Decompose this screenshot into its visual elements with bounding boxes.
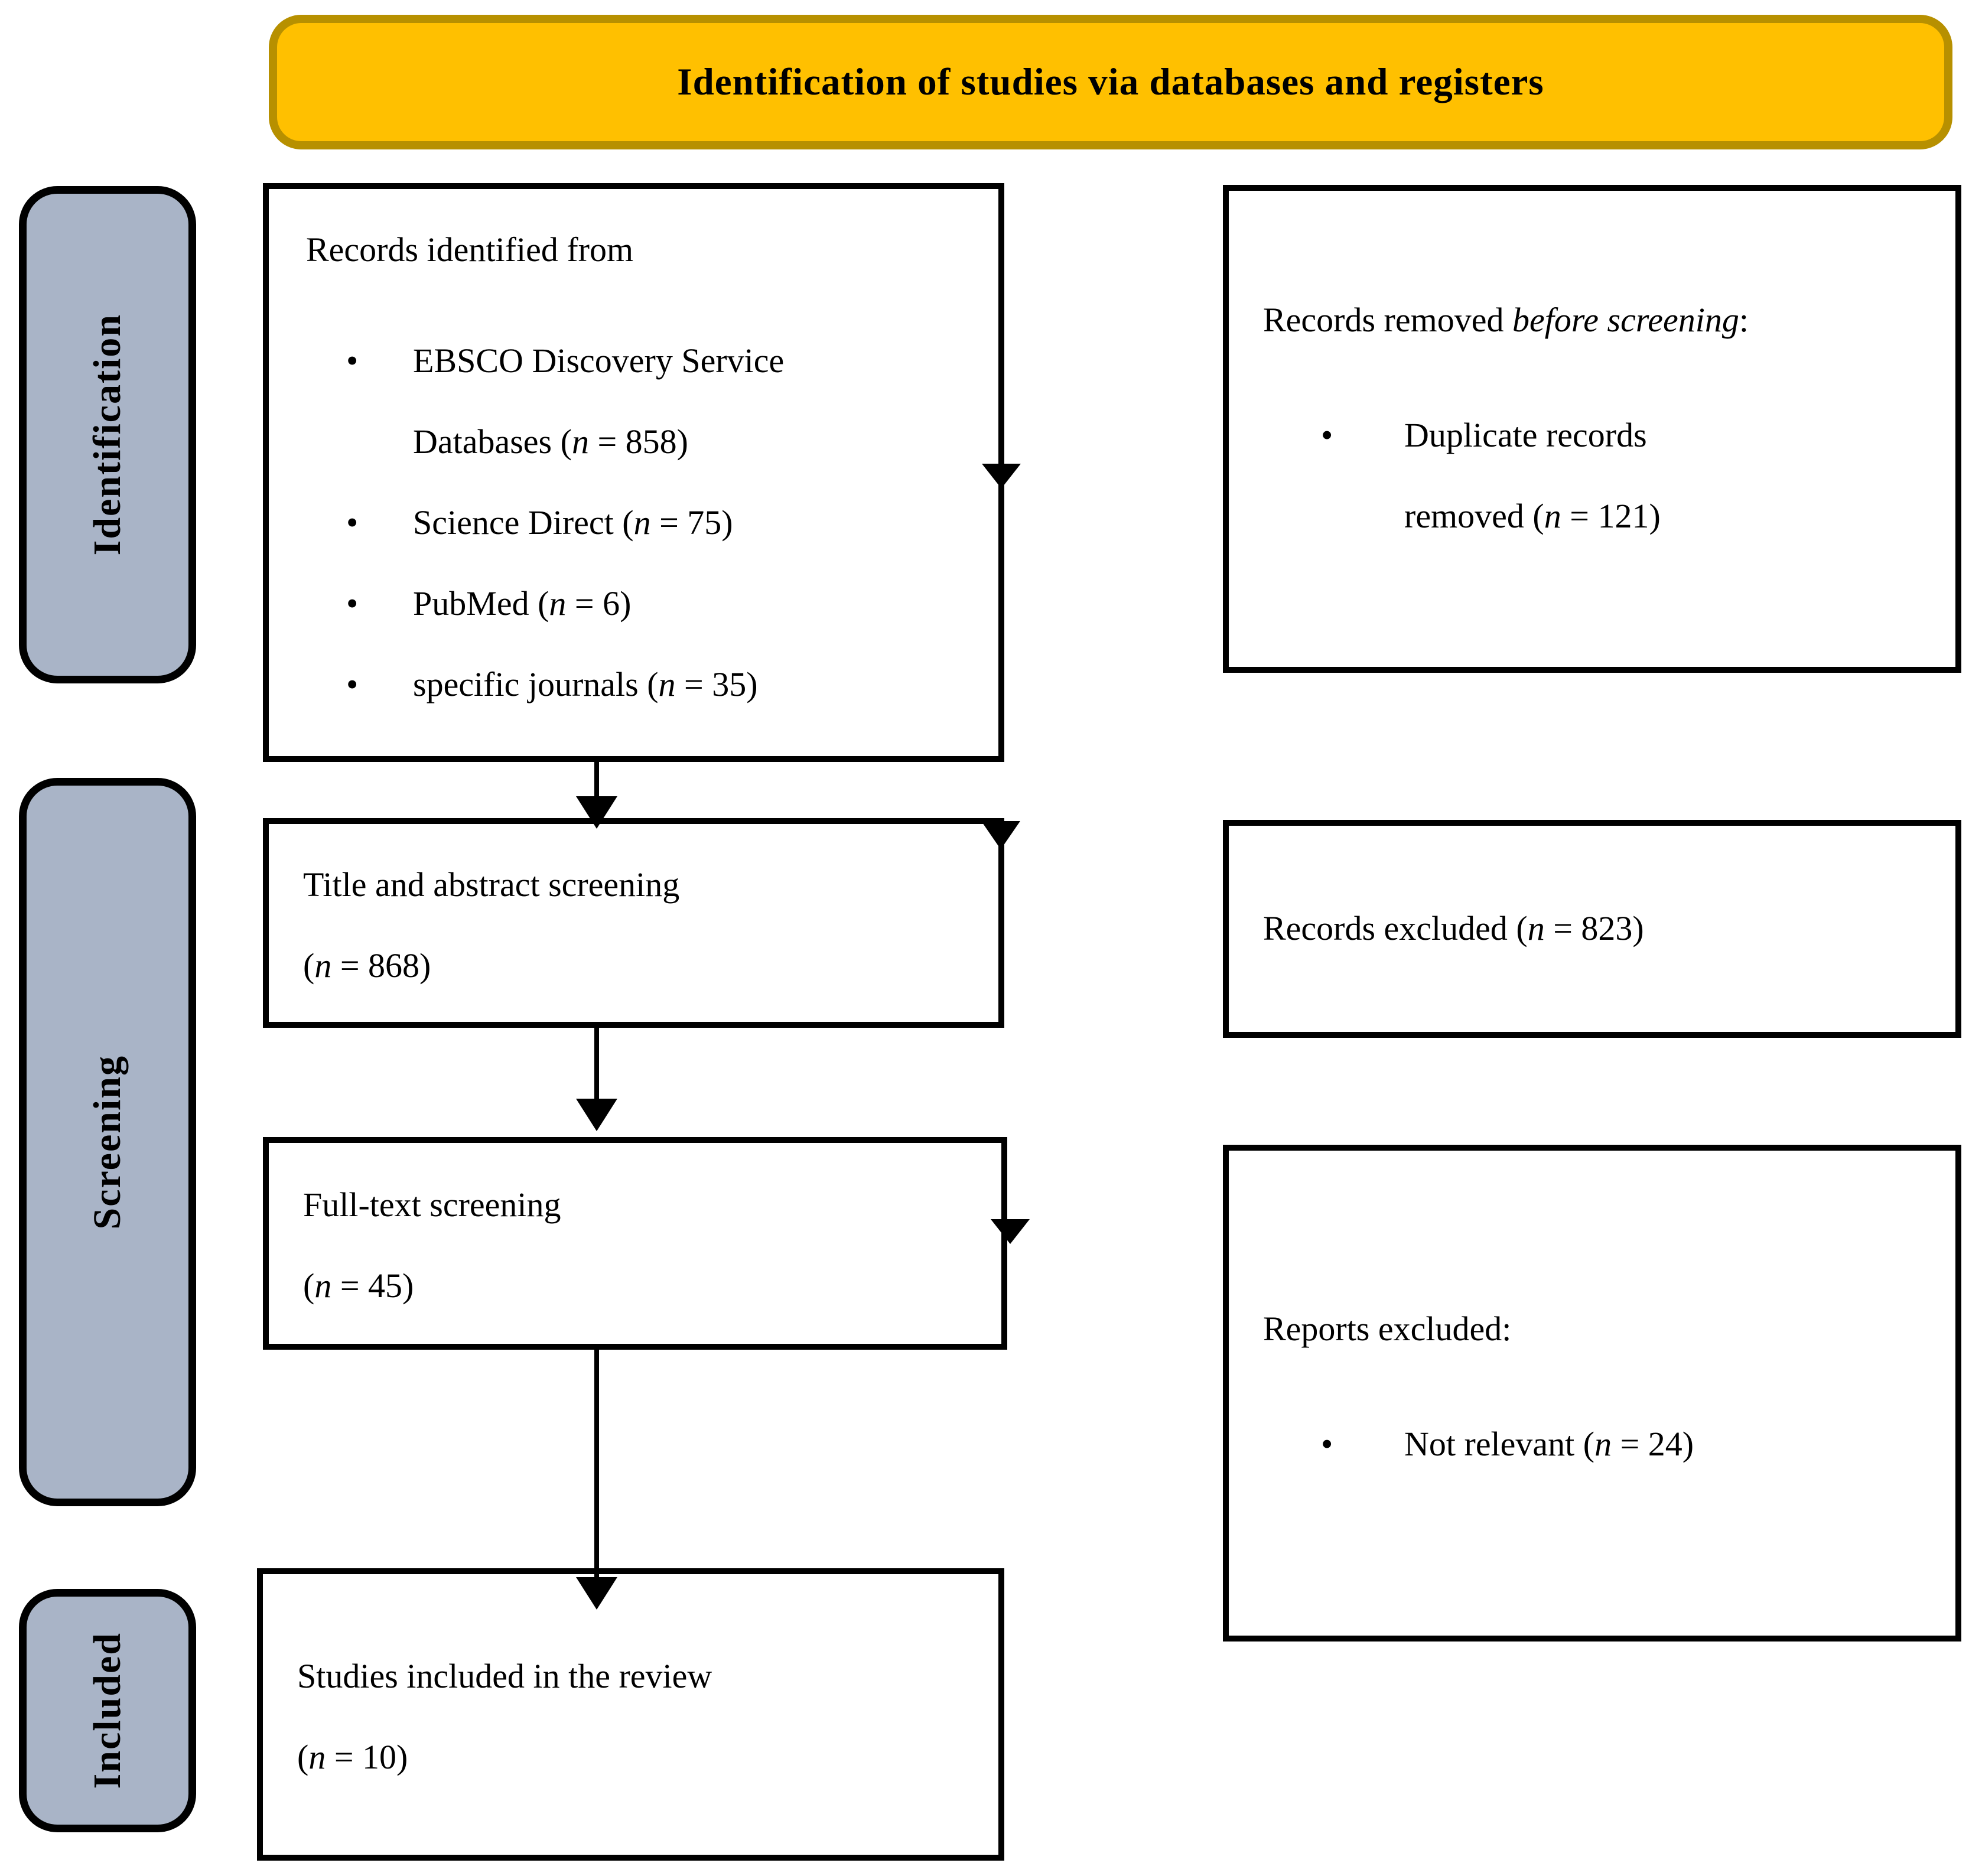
list-item: • Science Direct (n = 75)	[269, 482, 998, 563]
bullet-dot: •	[346, 584, 359, 623]
italic-phrase: before screening	[1512, 301, 1739, 339]
list-item-line: PubMed (n = 6)	[413, 584, 632, 623]
box-reports-excluded: Reports excluded: • Not relevant (n = 24…	[1223, 1145, 1961, 1641]
box-studies-included-count: (n = 10)	[297, 1738, 408, 1776]
arrow-to-records-removed-head	[982, 464, 1021, 488]
banner-identification-of-studies: Identification of studies via databases …	[269, 15, 1952, 149]
stage-label-identification-text: Identification	[86, 314, 129, 556]
n-variable: n	[633, 503, 651, 542]
box-reports-excluded-title: Reports excluded:	[1263, 1310, 1512, 1348]
bullet-dot: •	[1321, 416, 1333, 454]
n-variable: n	[1594, 1425, 1612, 1463]
list-item-line: Not relevant (n = 24)	[1404, 1425, 1694, 1463]
list-item-line: Databases (n = 858)	[413, 422, 688, 461]
list-item-line: Science Direct (n = 75)	[413, 503, 733, 542]
bullet-dot: •	[346, 503, 359, 542]
box-studies-included: Studies included in the review (n = 10)	[257, 1568, 1004, 1861]
list-item: • Not relevant (n = 24)	[1229, 1403, 1955, 1484]
stage-label-included: Included	[19, 1589, 196, 1832]
n-variable: n	[1527, 909, 1545, 947]
list-item-line: EBSCO Discovery Service	[413, 341, 785, 380]
list-item: • Duplicate records removed (n = 121)	[1229, 395, 1955, 556]
arrow-title-screening-to-full-text-head	[576, 1099, 617, 1131]
box-records-excluded-text: Records excluded (n = 823)	[1263, 909, 1644, 947]
n-variable: n	[1544, 497, 1561, 535]
bullet-dot: •	[1321, 1425, 1333, 1463]
box-removed-before-title: Records removed before screening:	[1263, 301, 1749, 339]
n-variable: n	[571, 422, 589, 461]
box-studies-included-line1: Studies included in the review	[297, 1657, 712, 1695]
removed-before-bullet-list: • Duplicate records removed (n = 121)	[1229, 395, 1955, 556]
box-title-abstract-line1: Title and abstract screening	[303, 865, 680, 904]
reports-excluded-bullet-list: • Not relevant (n = 24)	[1229, 1403, 1955, 1484]
arrow-identified-to-title-screening-line	[594, 762, 599, 797]
n-variable: n	[549, 584, 567, 623]
list-item-line: Duplicate records	[1404, 416, 1647, 454]
arrow-full-text-to-included-line	[594, 1350, 599, 1578]
arrow-identified-to-title-screening-head	[576, 796, 617, 829]
n-variable: n	[658, 665, 676, 704]
arrow-full-text-to-included-head	[576, 1577, 617, 1610]
records-identified-bullet-list: • EBSCO Discovery Service Databases (n =…	[269, 320, 998, 725]
arrow-to-reports-excluded-head	[991, 1219, 1030, 1244]
box-full-text-count: (n = 45)	[303, 1266, 414, 1305]
box-full-text-line1: Full-text screening	[303, 1185, 561, 1224]
list-item-line: specific journals (n = 35)	[413, 665, 758, 704]
list-item: • specific journals (n = 35)	[269, 644, 998, 725]
bullet-dot: •	[346, 665, 359, 704]
stage-label-identification: Identification	[19, 186, 196, 683]
n-variable: n	[308, 1738, 326, 1776]
stage-label-screening: Screening	[19, 778, 196, 1506]
list-item-line: removed (n = 121)	[1404, 497, 1661, 535]
arrow-to-records-excluded-head	[981, 821, 1020, 849]
box-records-removed-before-screening: Records removed before screening: • Dupl…	[1223, 185, 1961, 673]
list-item: • PubMed (n = 6)	[269, 563, 998, 644]
stage-label-included-text: Included	[86, 1632, 129, 1789]
stage-label-screening-text: Screening	[86, 1054, 129, 1230]
box-records-excluded: Records excluded (n = 823)	[1223, 820, 1961, 1038]
box-records-identified-title: Records identified from	[306, 230, 634, 269]
box-full-text-screening: Full-text screening (n = 45)	[263, 1137, 1007, 1350]
n-variable: n	[314, 946, 332, 985]
list-item: • EBSCO Discovery Service Databases (n =…	[269, 320, 998, 482]
arrow-title-screening-to-full-text-line	[594, 1028, 599, 1100]
box-title-abstract-screening: Title and abstract screening (n = 868)	[263, 818, 1004, 1028]
banner-title: Identification of studies via databases …	[677, 60, 1544, 103]
box-title-abstract-count: (n = 868)	[303, 946, 431, 985]
n-variable: n	[314, 1266, 332, 1305]
bullet-dot: •	[346, 341, 359, 380]
box-records-identified: Records identified from • EBSCO Discover…	[263, 183, 1004, 762]
